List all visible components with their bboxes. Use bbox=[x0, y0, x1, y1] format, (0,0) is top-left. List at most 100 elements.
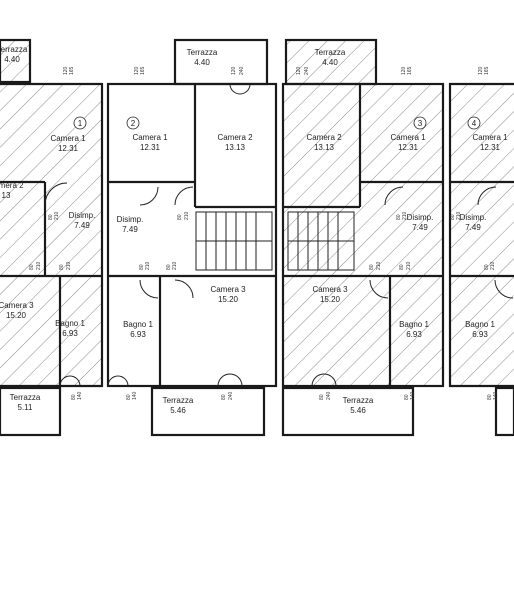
dimension-label: 80 bbox=[59, 264, 65, 270]
room-area-label: 6.93 bbox=[406, 330, 422, 339]
room-area-label: 12.31 bbox=[480, 143, 501, 152]
dimension-label: 140 bbox=[77, 391, 83, 400]
dimension-label: 210 bbox=[456, 211, 462, 220]
room-area-label: 5.46 bbox=[170, 406, 186, 415]
dimension-label: 80 bbox=[484, 264, 490, 270]
dimension-label: 80 bbox=[221, 394, 227, 400]
staircase-right bbox=[287, 211, 355, 271]
room-name-label: Camera 3 bbox=[210, 285, 246, 294]
unit-number-label: 1 bbox=[78, 119, 83, 128]
dimension-label: 80 bbox=[404, 394, 410, 400]
dimension-label: 240 bbox=[304, 66, 310, 75]
dimension-label: 165 bbox=[407, 66, 413, 75]
dimension-label: 80 bbox=[369, 264, 375, 270]
dimension-label: 80 bbox=[126, 394, 132, 400]
room-name-label: Camera 3 bbox=[312, 285, 348, 294]
room-name-label: Bagno 1 bbox=[399, 320, 429, 329]
unit-number-markers: 1 2 3 4 bbox=[73, 116, 481, 130]
dimension-label: 120 bbox=[63, 66, 69, 75]
unit-number-circle bbox=[73, 116, 87, 130]
room-name-label: Terrazza bbox=[315, 48, 346, 57]
dimension-label: 210 bbox=[402, 211, 408, 220]
room-name-label: Camera 2 bbox=[306, 133, 342, 142]
dimension-label: 210 bbox=[172, 261, 178, 270]
dimension-label: 80 bbox=[399, 264, 405, 270]
dimension-label: 240 bbox=[239, 66, 245, 75]
room-name-label: Disimp. bbox=[69, 211, 96, 220]
room-name-label: Terrazza bbox=[343, 396, 374, 405]
dimension-label: 210 bbox=[145, 261, 151, 270]
room-area-label: 7.49 bbox=[122, 225, 138, 234]
room-area-label: 15.20 bbox=[6, 311, 27, 320]
room-area-label: 6.93 bbox=[130, 330, 146, 339]
room-area-label: 4.40 bbox=[4, 55, 20, 64]
dimension-label: 80 bbox=[71, 394, 77, 400]
dimension-label: 140 bbox=[493, 391, 499, 400]
room-name-label: Terrazza bbox=[187, 48, 218, 57]
dimension-label: 210 bbox=[184, 211, 190, 220]
dimension-label: 210 bbox=[36, 261, 42, 270]
dimension-label: 120 bbox=[296, 66, 302, 75]
staircase-left bbox=[195, 211, 273, 271]
dimension-label: 80 bbox=[48, 214, 54, 220]
room-name-label: Camera 1 bbox=[390, 133, 426, 142]
dimension-label: 210 bbox=[66, 261, 72, 270]
dimension-label: 240 bbox=[228, 391, 234, 400]
room-name-label: Bagno 1 bbox=[123, 320, 153, 329]
room-area-label: 15.20 bbox=[320, 295, 341, 304]
dimension-label: 120 bbox=[231, 66, 237, 75]
unit-number-label: 2 bbox=[131, 119, 136, 128]
room-name-label: Bagno 1 bbox=[55, 319, 85, 328]
unit-number-label: 3 bbox=[418, 119, 423, 128]
dimension-label: 210 bbox=[490, 261, 496, 270]
dimension-label: 210 bbox=[376, 261, 382, 270]
room-name-label: Disimp. bbox=[460, 213, 487, 222]
dimension-label: 240 bbox=[326, 391, 332, 400]
room-area-label: 6.93 bbox=[62, 329, 78, 338]
room-area-label: 7.49 bbox=[412, 223, 428, 232]
room-name-label: Camera 2 bbox=[217, 133, 253, 142]
room-name-label: Disimp. bbox=[117, 215, 144, 224]
room-name-label: Camera 1 bbox=[132, 133, 168, 142]
hatched-areas bbox=[0, 40, 514, 386]
dimension-label: 165 bbox=[140, 66, 146, 75]
unit-number-circle bbox=[126, 116, 140, 130]
dimension-label: 120 bbox=[134, 66, 140, 75]
room-area-label: 4.40 bbox=[322, 58, 338, 67]
room-area-label: 6.93 bbox=[472, 330, 488, 339]
room-area-label: 12.31 bbox=[398, 143, 419, 152]
unit-number-circle bbox=[467, 116, 481, 130]
dimension-label: 210 bbox=[406, 261, 412, 270]
room-area-label: 13.13 bbox=[314, 143, 335, 152]
room-area-label: 7.49 bbox=[74, 221, 90, 230]
dimension-label: 80 bbox=[487, 394, 493, 400]
dimension-label: 80 bbox=[139, 264, 145, 270]
dimension-label: 140 bbox=[132, 391, 138, 400]
room-area-label: 13.13 bbox=[225, 143, 246, 152]
dimension-label: 120 bbox=[401, 66, 407, 75]
dimension-label: 80 bbox=[450, 214, 456, 220]
room-name-label: Camera 1 bbox=[50, 134, 86, 143]
dimension-label: 120 bbox=[478, 66, 484, 75]
room-name-label: Terrazza bbox=[0, 45, 28, 54]
dimension-label: 80 bbox=[177, 214, 183, 220]
dimension-label: 165 bbox=[69, 66, 75, 75]
unit-number-label: 4 bbox=[472, 119, 477, 128]
room-area-label: 12.31 bbox=[58, 144, 79, 153]
room-area-label: 13 bbox=[2, 191, 11, 200]
dimension-label: 210 bbox=[54, 211, 60, 220]
room-name-label: Camera 2 bbox=[0, 181, 24, 190]
dimension-label: 80 bbox=[166, 264, 172, 270]
unit-number-circle bbox=[413, 116, 427, 130]
room-area-label: 7.49 bbox=[465, 223, 481, 232]
room-name-label: Disimp. bbox=[407, 213, 434, 222]
walls bbox=[0, 38, 514, 437]
room-name-label: Terrazza bbox=[163, 396, 194, 405]
dimension-label: 140 bbox=[410, 391, 416, 400]
dimension-label: 165 bbox=[484, 66, 490, 75]
room-name-label: Terrazza bbox=[10, 393, 41, 402]
dimension-label: 80 bbox=[29, 264, 35, 270]
